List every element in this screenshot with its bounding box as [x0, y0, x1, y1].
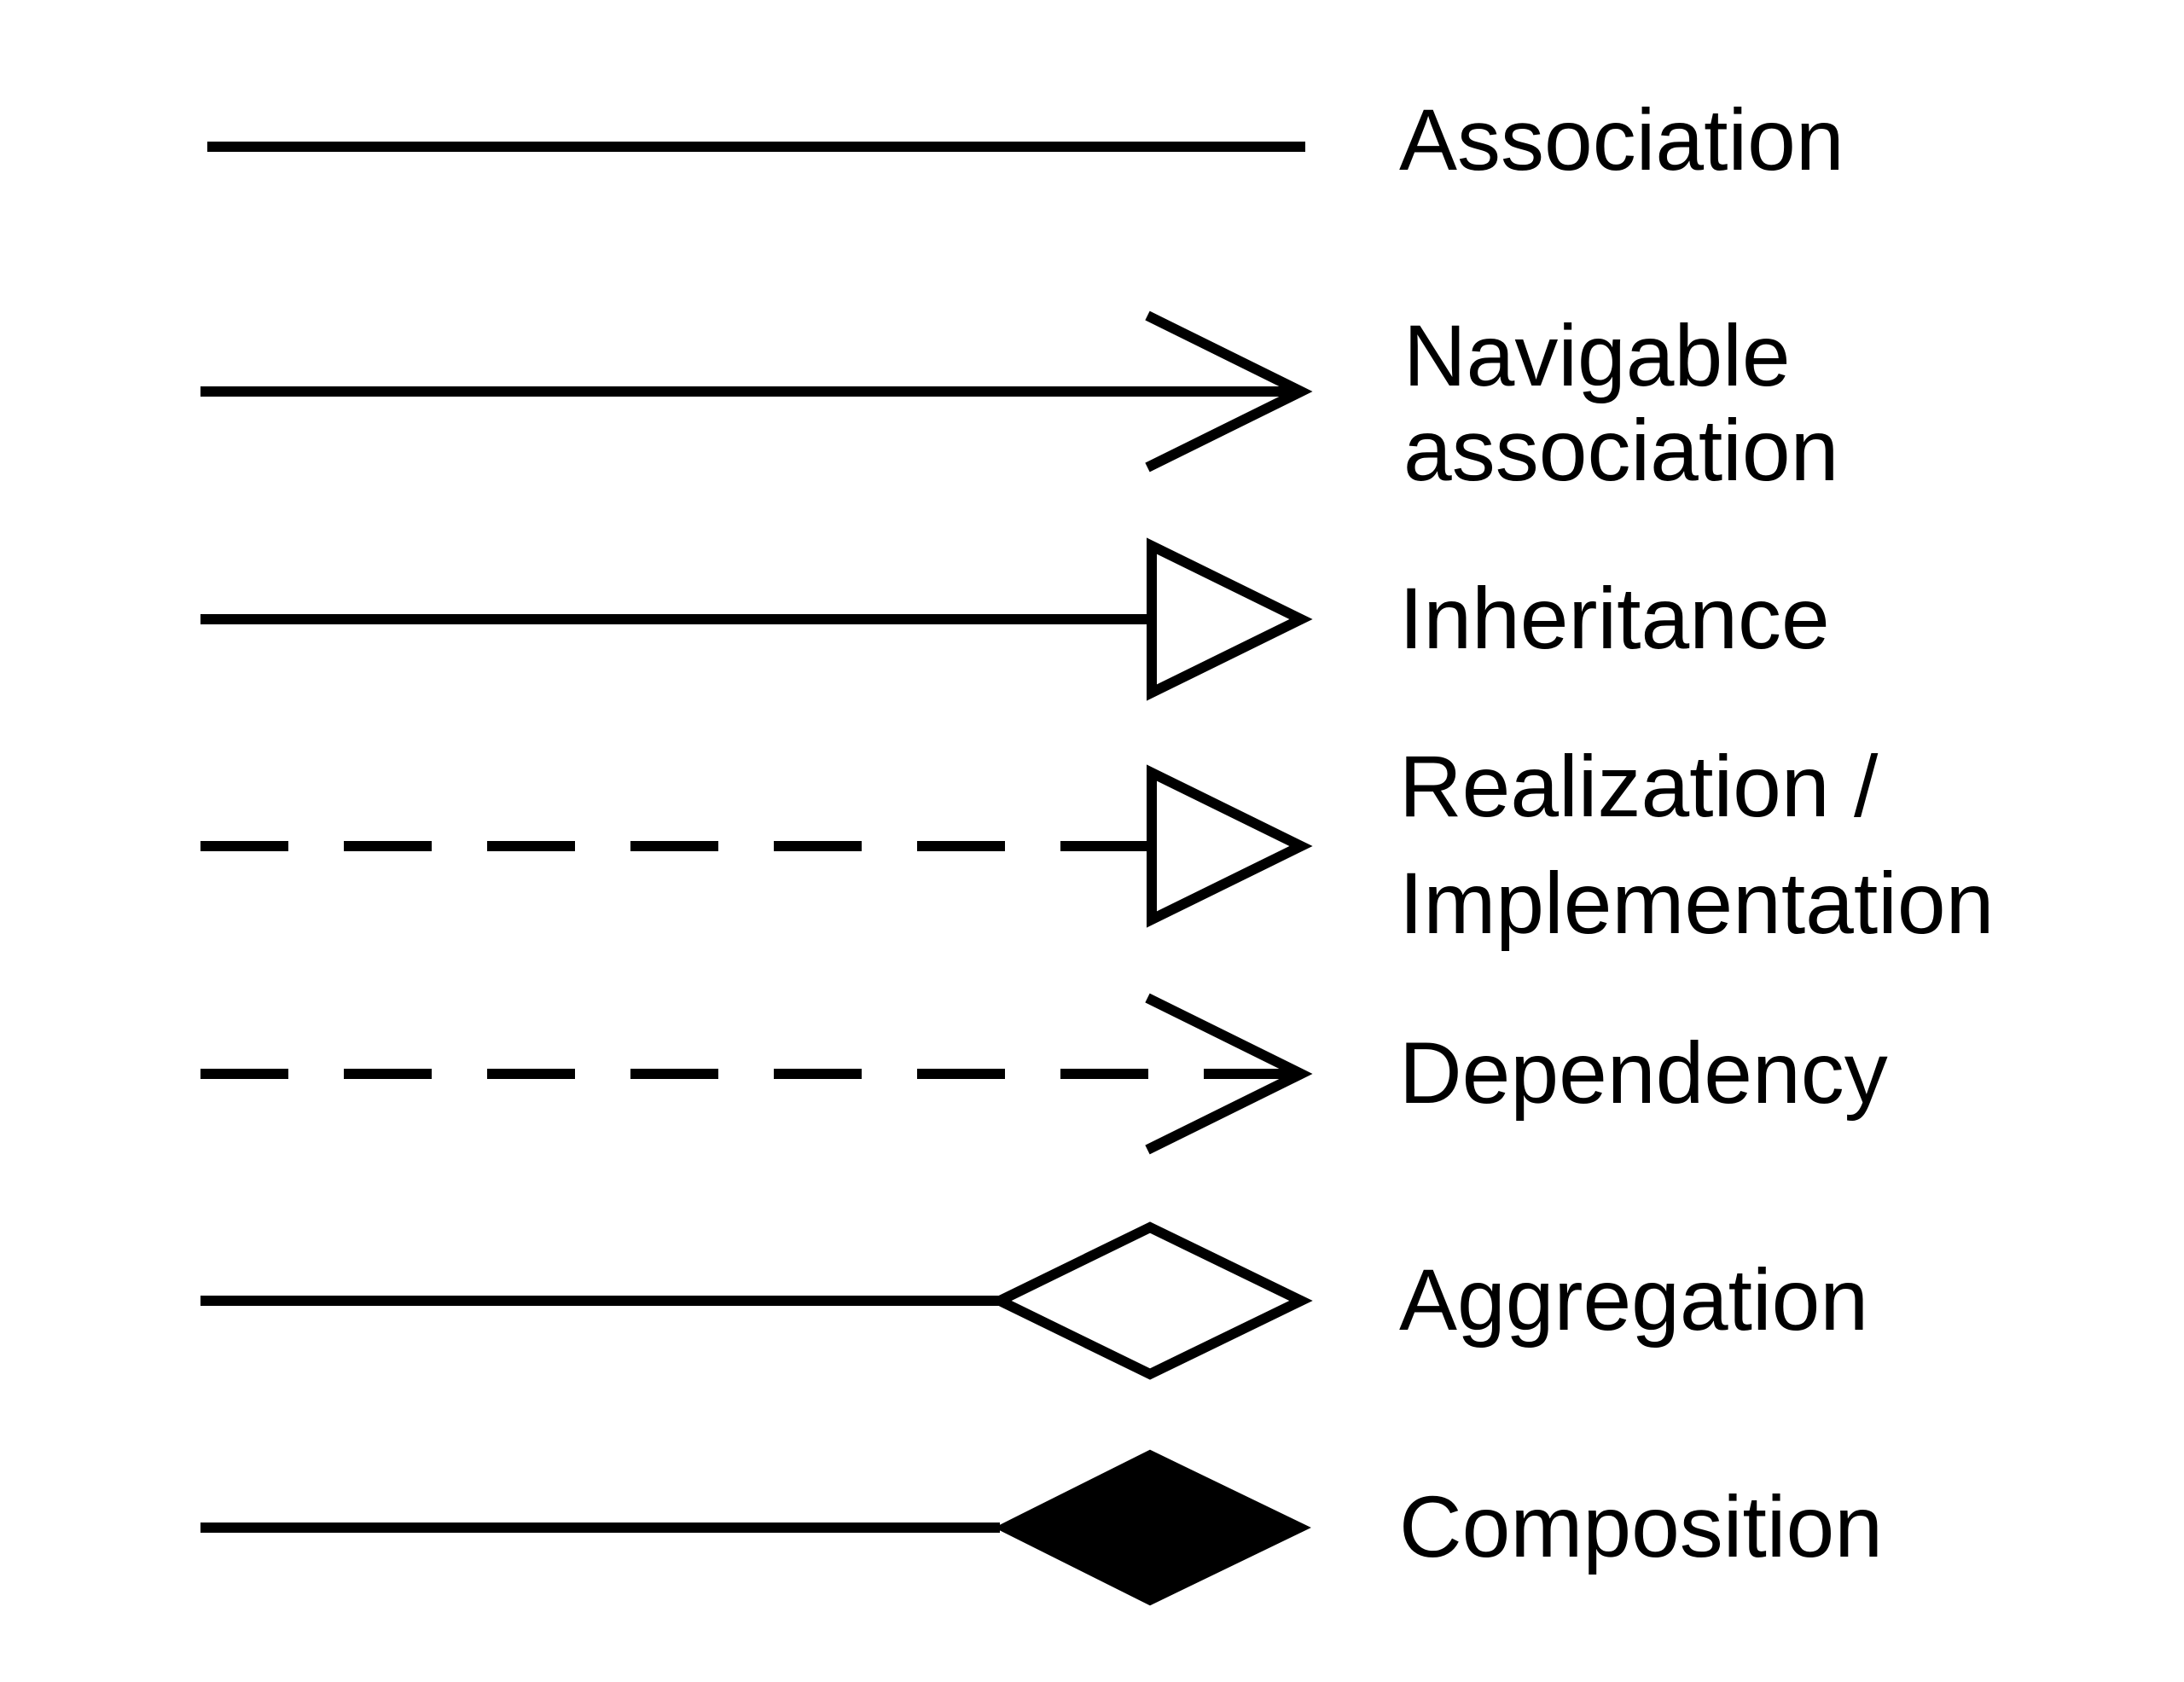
realization-label-line-1: Realization / — [1399, 738, 1879, 835]
inheritance-label: Inheritance — [1399, 570, 1830, 667]
legend-row-realization: Realization / Implementation — [200, 738, 1994, 952]
navigable-association-label-line-2: association — [1403, 402, 1838, 499]
open-arrowhead-icon — [1145, 310, 1313, 473]
open-arrowhead-icon — [1145, 993, 1313, 1155]
hollow-triangle-arrowhead-icon — [1147, 764, 1313, 928]
navigable-association-label-line-1: Navigable — [1403, 307, 1791, 404]
legend-row-inheritance: Inheritance — [200, 537, 1830, 701]
association-label: Association — [1399, 91, 1844, 188]
legend-row-composition: Composition — [200, 1449, 1883, 1606]
hollow-diamond-icon — [988, 1221, 1313, 1380]
dependency-label: Dependency — [1399, 1024, 1888, 1122]
filled-diamond-icon — [994, 1449, 1311, 1606]
hollow-triangle-arrowhead-icon — [1147, 537, 1313, 701]
aggregation-label: Aggregation — [1399, 1251, 1868, 1348]
legend-row-navigable-association: Navigable association — [200, 307, 1838, 499]
composition-label: Composition — [1399, 1478, 1883, 1575]
legend-row-aggregation: Aggregation — [200, 1221, 1868, 1380]
legend-row-association: Association — [207, 91, 1844, 188]
legend-row-dependency: Dependency — [200, 993, 1888, 1155]
realization-label-line-2: Implementation — [1399, 855, 1994, 952]
